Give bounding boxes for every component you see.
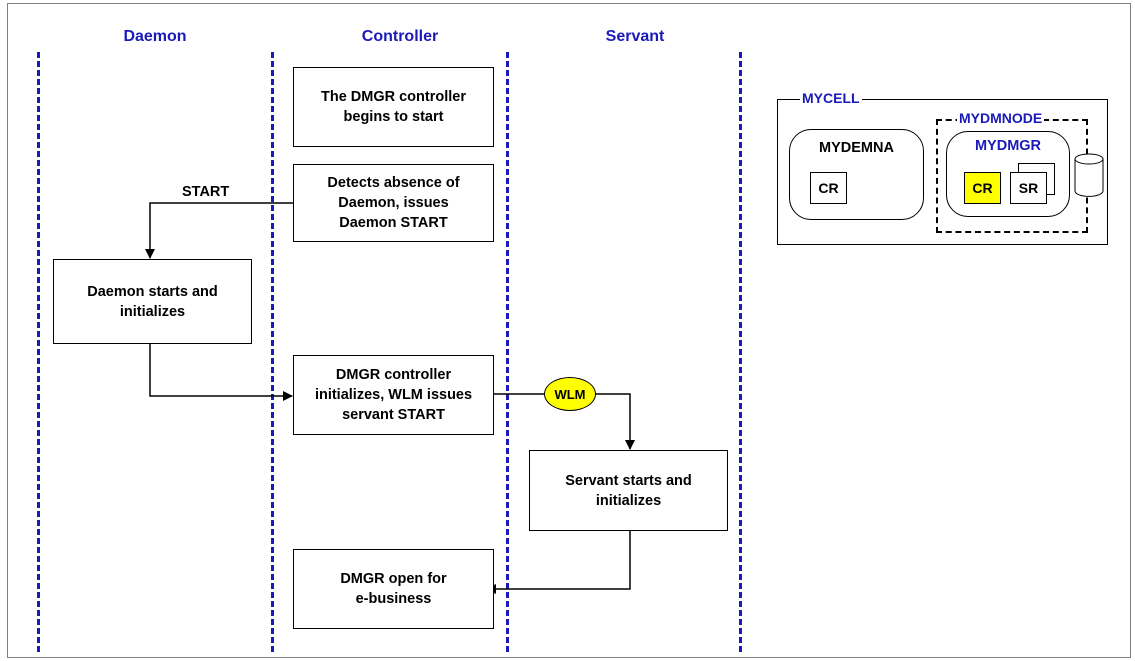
dm-node-title: MYDMNODE bbox=[957, 110, 1045, 126]
wlm-to-servant-arrow bbox=[596, 393, 635, 450]
wlm-node: WLM bbox=[544, 377, 596, 411]
step-detects-absence: Detects absence of Daemon, issues Daemon… bbox=[293, 164, 494, 242]
servant-to-open-arrow bbox=[486, 531, 631, 594]
dmgr-label: MYDMGR bbox=[974, 138, 1042, 154]
lane-title-controller: Controller bbox=[361, 28, 439, 45]
lane-divider bbox=[271, 52, 274, 652]
dmgr-cr-box: CR bbox=[964, 172, 1001, 204]
lane-divider bbox=[739, 52, 742, 652]
start-arrow bbox=[145, 202, 293, 259]
step-dmgr-begins: The DMGR controller begins to start bbox=[293, 67, 494, 147]
dmgr-sr-box: SR bbox=[1010, 172, 1047, 204]
lane-divider bbox=[506, 52, 509, 652]
cell-title: MYCELL bbox=[800, 90, 862, 106]
step-dmgr-open: DMGR open for e-business bbox=[293, 549, 494, 629]
daemon-node-label: MYDEMNA bbox=[819, 140, 894, 156]
daemon-cr-box: CR bbox=[810, 172, 847, 204]
step-daemon-starts: Daemon starts and initializes bbox=[53, 259, 252, 344]
diagram-frame bbox=[7, 3, 1131, 658]
database-icon bbox=[1074, 153, 1104, 197]
step-controller-initializes: DMGR controller initializes, WLM issues … bbox=[293, 355, 494, 435]
daemon-to-controller-arrow bbox=[149, 344, 293, 401]
lane-title-daemon: Daemon bbox=[123, 28, 187, 45]
lane-title-servant: Servant bbox=[605, 28, 665, 45]
lane-divider bbox=[37, 52, 40, 652]
step-servant-starts: Servant starts and initializes bbox=[529, 450, 728, 531]
start-label: START bbox=[182, 184, 230, 200]
